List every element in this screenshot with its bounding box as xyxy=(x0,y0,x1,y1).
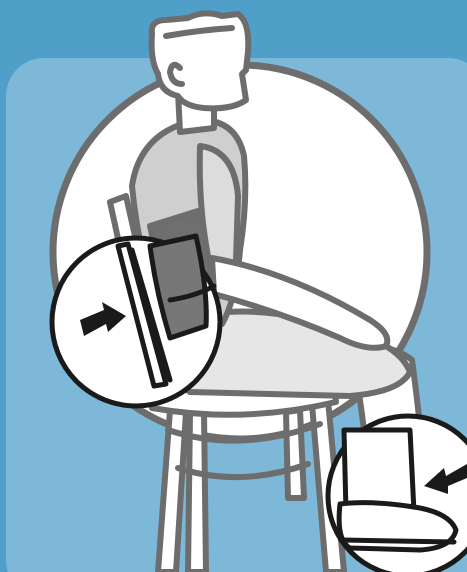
person-upper-arm xyxy=(200,146,238,266)
chair-leg-back-right xyxy=(286,410,304,498)
person-ear xyxy=(170,65,182,84)
zoom-shoe-sole xyxy=(342,540,454,542)
zoom-shin xyxy=(344,430,414,512)
feet-callout xyxy=(328,416,467,572)
lower-back-callout xyxy=(52,236,220,406)
